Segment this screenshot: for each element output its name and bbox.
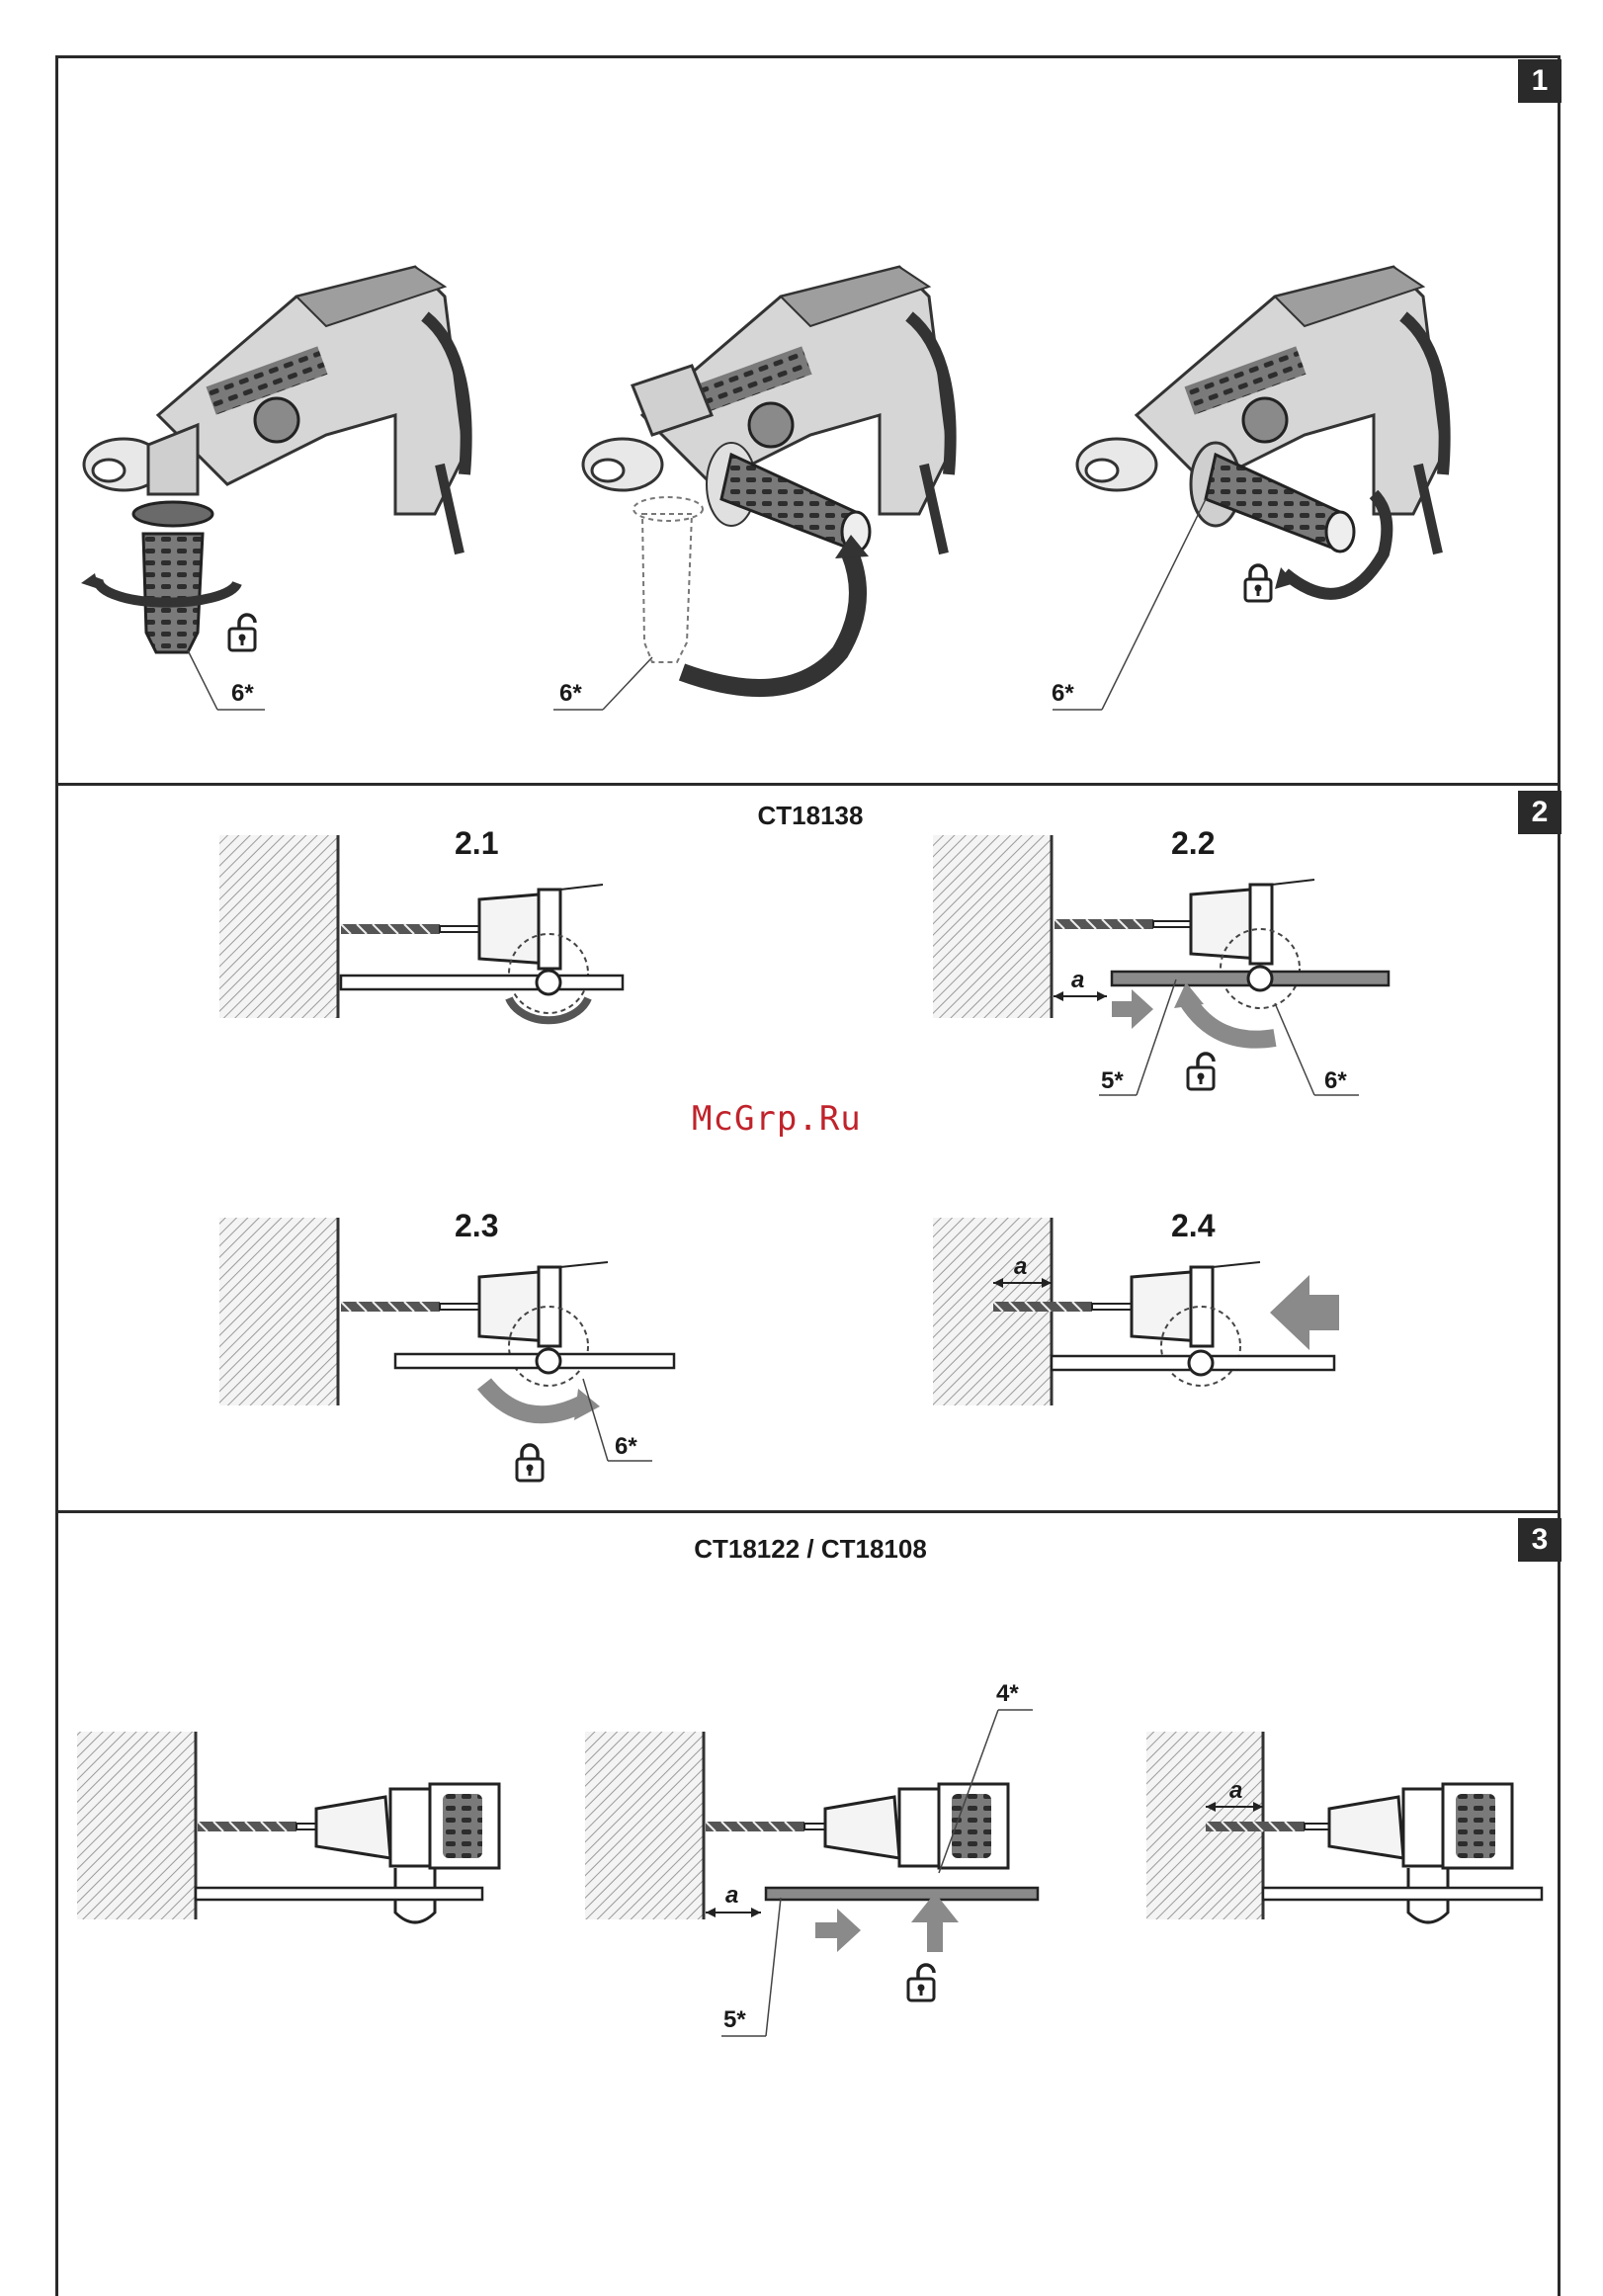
drill-figure-3 bbox=[1077, 267, 1445, 594]
dimension-label: a bbox=[1071, 967, 1084, 994]
panel-3-2 bbox=[585, 1710, 1038, 2036]
callout-label: 6* bbox=[559, 680, 582, 708]
drill-figure-1 bbox=[81, 267, 466, 652]
dimension-label: a bbox=[1229, 1777, 1242, 1805]
section-number-badge: 3 bbox=[1518, 1518, 1561, 1562]
subfigure-2-4 bbox=[933, 1218, 1339, 1405]
callout-label: 4* bbox=[996, 1680, 1019, 1708]
callout-label: 6* bbox=[1324, 1067, 1347, 1095]
dimension-label: a bbox=[1014, 1253, 1027, 1281]
callout-label: 5* bbox=[723, 2006, 746, 2034]
subfigure-2-3 bbox=[219, 1218, 674, 1461]
section-title: CT18138 bbox=[692, 801, 929, 831]
dimension-label: a bbox=[725, 1882, 738, 1910]
subfigure-2-1 bbox=[219, 835, 623, 1020]
subfigure-2-2 bbox=[933, 835, 1389, 1095]
subfigure-label: 2.1 bbox=[455, 825, 498, 862]
section-title: CT18122 / CT18108 bbox=[613, 1534, 1008, 1565]
panel-3-3 bbox=[1146, 1732, 1542, 1922]
subfigure-label: 2.4 bbox=[1171, 1208, 1215, 1244]
panel-3-1 bbox=[77, 1732, 499, 1922]
section-number-badge: 1 bbox=[1518, 59, 1561, 103]
section-number-badge: 2 bbox=[1518, 791, 1561, 834]
drill-figure-2 bbox=[583, 267, 951, 688]
subfigure-label: 2.2 bbox=[1171, 825, 1215, 862]
subfigure-label: 2.3 bbox=[455, 1208, 498, 1244]
callout-label: 6* bbox=[615, 1433, 637, 1461]
callout-label: 6* bbox=[1052, 680, 1074, 708]
callout-label: 5* bbox=[1101, 1067, 1124, 1095]
callout-label: 6* bbox=[231, 680, 254, 708]
watermark: McGrp.Ru bbox=[692, 1099, 862, 1139]
